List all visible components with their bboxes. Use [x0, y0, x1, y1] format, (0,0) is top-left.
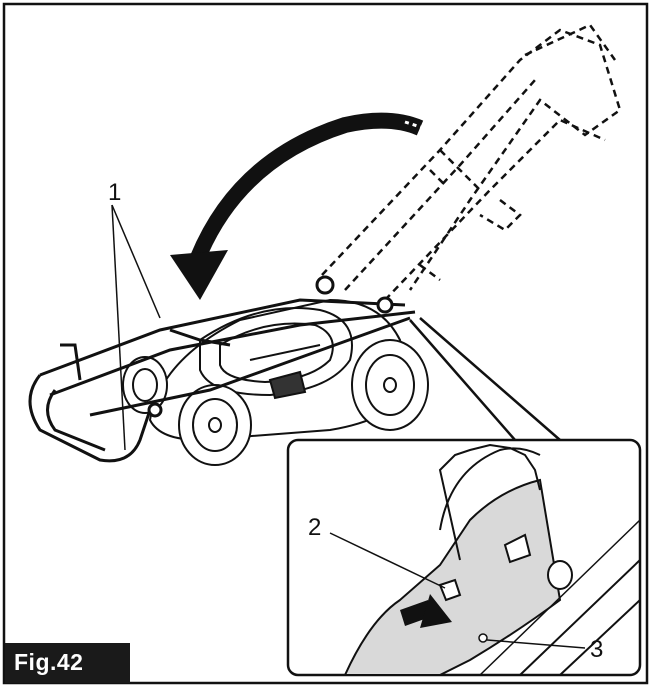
fold-direction-arrow	[170, 112, 431, 300]
handle-upright-dashed	[321, 23, 622, 301]
callout-label-3: 3	[590, 636, 603, 663]
detail-inset	[286, 438, 642, 677]
mower-wheels	[122, 339, 429, 466]
callout-label-1: 1	[108, 179, 121, 206]
pull-direction-arrow	[400, 594, 452, 628]
callout-3: 3	[486, 636, 603, 663]
figure-label-box	[5, 643, 130, 683]
callout-1: 1	[108, 179, 161, 451]
zoom-leader-lines	[409, 317, 561, 441]
callout-2: 2	[308, 514, 446, 589]
callout-label-2: 2	[308, 514, 321, 541]
figure-label: Fig.42	[14, 649, 84, 675]
handle-folded	[28, 275, 416, 463]
